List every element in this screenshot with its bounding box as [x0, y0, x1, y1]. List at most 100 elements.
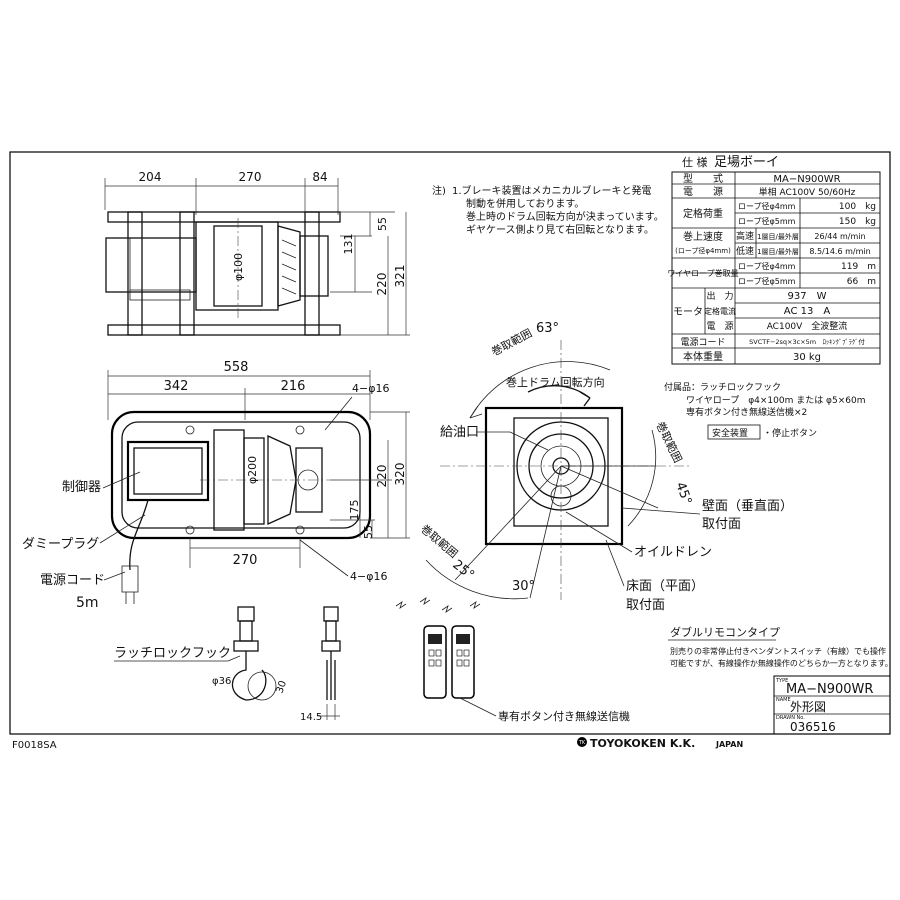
label-controller: 制御器 — [62, 480, 101, 495]
dim-hook-30: 30 — [274, 679, 289, 695]
label-range-2: 巻取範囲 — [653, 419, 685, 465]
remote-transmitters: 専有ボタン付き無線送信機 — [395, 597, 630, 723]
sheet-border — [9, 151, 891, 735]
drawn-value: 036516 — [790, 720, 836, 734]
note-line-1: 1.ブレーキ装置はメカニカルブレーキと発電 — [452, 184, 652, 197]
spec-row2-sub1: ロープ径φ4mm — [738, 201, 796, 211]
spec-row4-val2: 66 m — [847, 277, 876, 287]
dim-321: 321 — [393, 265, 407, 288]
accessories-head: 付属品：ラッチロックフック — [664, 382, 781, 393]
safety-label: 安全装置 — [712, 427, 748, 439]
accessories-1: ワイヤロープ φ4×100m または φ5×60m — [686, 395, 866, 406]
footer-country: JAPAN — [715, 740, 743, 749]
spec-row1-val: 単相 AC100V 50/60Hz — [759, 186, 856, 198]
label-dummy-plug: ダミープラグ — [22, 537, 99, 552]
spec-row4-sub1: ロープ径φ4mm — [738, 261, 796, 271]
spec-row1-key: 電 源 — [683, 185, 723, 198]
svg-text:TK: TK — [578, 740, 586, 746]
label-floor-2: 取付面 — [626, 598, 665, 613]
spec-row5-key: モータ — [673, 306, 703, 318]
label-wireless-tx: 専有ボタン付き無線送信機 — [498, 709, 630, 723]
label-latch-hook: ラッチロックフック — [114, 646, 231, 661]
remote-line-2: 可能ですが、有線操作か無線操作のどちらか一方となります。 — [670, 658, 893, 668]
spec-row3-lo: 低速 — [736, 245, 754, 257]
dim-131: 131 — [342, 234, 355, 255]
angle-30: 30° — [512, 579, 535, 594]
spec-row7-val: 30 kg — [793, 352, 821, 363]
dim-hook-14-5: 14.5 — [300, 712, 322, 723]
label-oil-drain: オイルドレン — [634, 545, 712, 560]
label-floor-1: 床面（平面） — [626, 579, 704, 594]
spec-row6-val: SVCTF−2sq×3c×5m ﾛｯｷﾝｸﾞﾌﾟﾗｸﾞ付 — [749, 337, 865, 346]
dim-drum-d200: φ200 — [246, 456, 259, 484]
name-value: 外形図 — [790, 700, 826, 714]
spec-row3-key2: (ロープ径φ4mm) — [675, 246, 731, 255]
spec-row2-val1: 100 kg — [839, 202, 876, 212]
spec-row3-lo-val: 8.5/14.6 m/min — [809, 247, 870, 256]
company-logo: TK — [577, 737, 587, 747]
drawn-label: DRAWN No. — [776, 715, 805, 721]
dim-320: 320 — [393, 463, 407, 486]
spec-motor-power-val: AC100V 全波整流 — [767, 320, 848, 332]
note-line-3: 巻上時のドラム回転方向が決まっています。 — [466, 210, 664, 223]
angle-63: 63° — [536, 321, 559, 336]
spec-row2-key: 定格荷重 — [683, 207, 723, 220]
label-power-cord: 電源コード — [40, 573, 105, 588]
angle-45: 45° — [672, 480, 694, 507]
spec-row2-sub2: ロープ径φ5mm — [738, 216, 796, 226]
dim-hook-d36: φ36 — [212, 676, 231, 687]
dim-558: 558 — [224, 360, 249, 375]
dim-204: 204 — [139, 170, 162, 184]
label-cord-length: 5m — [76, 595, 99, 611]
dim-216: 216 — [281, 379, 306, 394]
dim-220-front: 220 — [375, 465, 389, 488]
spec-row3-hi: 高速 — [736, 230, 754, 242]
type-value: MA−N900WR — [786, 682, 873, 697]
notes-header: 注) — [432, 184, 446, 197]
dim-270: 270 — [239, 170, 262, 184]
spec-title-b: 足場ボーイ — [714, 155, 779, 170]
spec-motor-output-lbl: 出 力 — [706, 290, 733, 302]
name-label: NAME — [776, 697, 791, 703]
spec-row4-sub2: ロープ径φ5mm — [738, 276, 796, 286]
label-wall-1: 壁面（垂直面） — [702, 499, 793, 514]
spec-row0-val: MA−N900WR — [773, 174, 840, 185]
accessories-2: 専有ボタン付き無線送信機×2 — [686, 406, 807, 418]
label-wall-2: 取付面 — [702, 517, 741, 532]
spec-motor-power-lbl: 電 源 — [706, 321, 733, 332]
spec-row0-key: 型 式 — [683, 172, 723, 185]
spec-table: 仕 様 足場ボーイ 型 式 MA−N900WR 電 源 単相 AC100V 50… — [664, 155, 881, 440]
spec-row2-val2: 150 kg — [839, 217, 876, 227]
spec-row3-lo-layer: 1層目/最外層 — [757, 247, 799, 256]
title-block: TYPE MA−N900WR NAME 外形図 DRAWN No. 036516 — [773, 675, 891, 735]
label-range-3: 巻取範囲 — [418, 522, 461, 561]
spec-row3-hi-val: 26/44 m/min — [814, 232, 865, 241]
hook-detail: φ36 30 ラッチロックフック 14.5 — [114, 606, 341, 723]
label-oil-inlet: 給油口 — [440, 425, 479, 440]
remote-line-1: 別売りの非常停止付きペンダントスイッチ（有線）でも操作 — [670, 646, 886, 656]
spec-row6-key: 電源コード — [680, 337, 725, 348]
hole-top-label: 4−φ16 — [352, 382, 389, 395]
side-view: 巻取範囲 63° 巻上ドラム回転方向 給油口 巻取範囲 45° 巻取範囲 25°… — [418, 321, 793, 613]
hole-bottom-label: 4−φ16 — [350, 570, 387, 583]
label-drum-direction: 巻上ドラム回転方向 — [506, 375, 605, 389]
spec-row3-key: 巻上速度 — [683, 230, 723, 243]
spec-motor-output-val: 937 W — [788, 291, 827, 302]
dim-342: 342 — [164, 379, 189, 394]
notes-block: 注) 1.ブレーキ装置はメカニカルブレーキと発電 制動を併用しております。 巻上… — [432, 184, 664, 236]
spec-motor-current-lbl: 定格電流 — [704, 306, 736, 316]
remote-title: ダブルリモコンタイプ — [670, 625, 780, 639]
dim-55-front: 55 — [362, 525, 375, 539]
type-label: TYPE — [775, 678, 788, 684]
dim-270-base: 270 — [233, 553, 258, 568]
spec-motor-current-val: AC 13 A — [784, 306, 831, 317]
spec-row3-hi-layer: 1層目/最外層 — [757, 232, 799, 241]
dim-84: 84 — [312, 170, 327, 184]
label-range-1: 巻取範囲 — [489, 326, 534, 359]
note-line-2: 制動を併用しております。 — [466, 197, 584, 210]
footer-code: F0018SA — [12, 740, 57, 751]
dim-220: 220 — [375, 273, 389, 296]
spec-title-a: 仕 様 — [682, 155, 708, 169]
spec-row4-key: ワイヤロープ巻取量 — [667, 268, 738, 278]
